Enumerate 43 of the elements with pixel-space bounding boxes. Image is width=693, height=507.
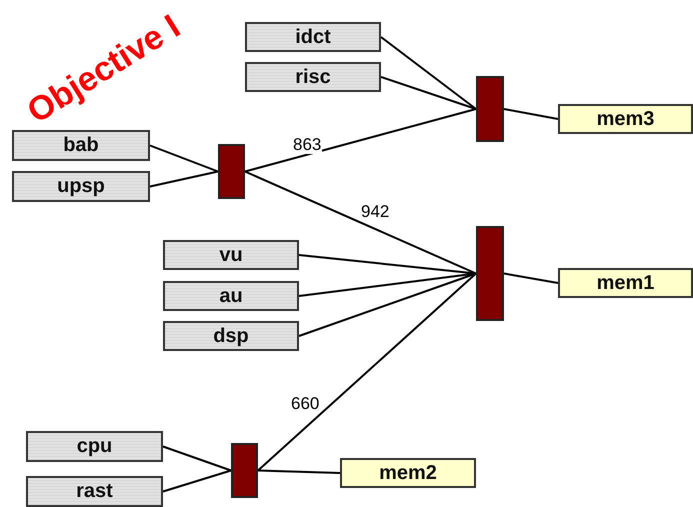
unit-box bbox=[12, 130, 150, 161]
memory-box bbox=[558, 268, 693, 298]
node-label: idct bbox=[295, 26, 331, 48]
connector-line bbox=[504, 108, 558, 120]
connector-line bbox=[504, 272, 558, 284]
connector-line bbox=[380, 76, 476, 110]
unit-box bbox=[12, 171, 150, 202]
unit-box bbox=[245, 62, 381, 92]
connector-line bbox=[258, 470, 340, 474]
connector-line bbox=[257, 272, 477, 472]
connector-line bbox=[162, 470, 232, 492]
node-label: rast bbox=[76, 480, 113, 503]
connector-line bbox=[162, 446, 232, 472]
junction-bar bbox=[476, 226, 504, 321]
junction-bar bbox=[218, 144, 245, 199]
node-label: mem2 bbox=[379, 462, 437, 484]
memory-box bbox=[340, 458, 476, 488]
node-label: mem1 bbox=[596, 272, 654, 294]
unit-box bbox=[163, 240, 299, 270]
connector-line bbox=[298, 272, 476, 337]
edge-label: 863 bbox=[292, 136, 322, 154]
connector-line bbox=[244, 108, 476, 172]
connector-line bbox=[380, 36, 477, 110]
unit-box bbox=[163, 321, 299, 351]
unit-box bbox=[26, 476, 163, 507]
node-label: risc bbox=[295, 66, 331, 88]
unit-box bbox=[245, 22, 381, 52]
node-label: au bbox=[219, 284, 243, 308]
memory-box bbox=[558, 104, 693, 134]
junction-bar bbox=[476, 76, 504, 142]
junction-bar bbox=[231, 443, 258, 498]
node-label: dsp bbox=[213, 324, 249, 348]
connector-line bbox=[150, 170, 218, 188]
node-label: vu bbox=[219, 244, 243, 266]
node-label: bab bbox=[63, 134, 99, 157]
node-label: upsp bbox=[57, 175, 105, 198]
connector-line bbox=[150, 144, 218, 172]
unit-box bbox=[26, 431, 163, 462]
connector-line bbox=[244, 170, 476, 274]
node-label: cpu bbox=[76, 435, 112, 458]
connector-line bbox=[298, 254, 476, 274]
unit-box bbox=[163, 281, 299, 311]
node-label: mem3 bbox=[596, 108, 654, 130]
